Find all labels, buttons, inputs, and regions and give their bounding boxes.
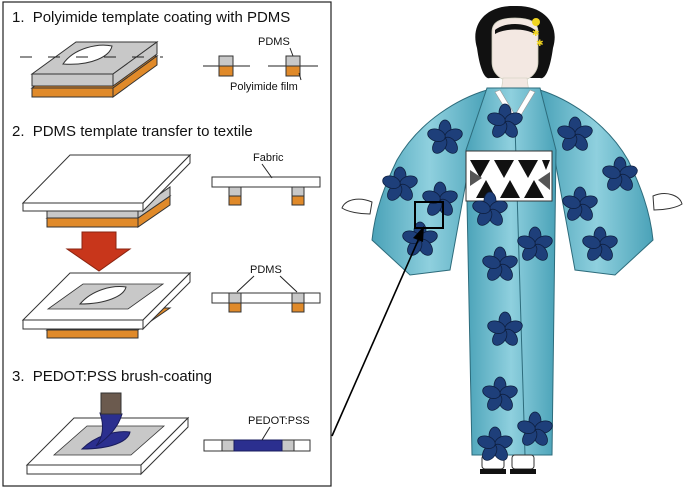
step-1-template-block bbox=[20, 41, 163, 98]
process-arrow bbox=[65, 231, 132, 272]
magnified-region bbox=[414, 201, 444, 229]
step-2-cross-section-fabric bbox=[211, 163, 321, 206]
left-hand bbox=[341, 198, 373, 215]
pedot-coated-pattern bbox=[80, 431, 131, 450]
hairpin: ✱ ✱ bbox=[532, 18, 544, 49]
face bbox=[491, 17, 539, 83]
brush-bristles bbox=[95, 412, 123, 447]
label-pedot-pss: PEDOT:PSS bbox=[248, 415, 310, 427]
step-2-cross-section-pdms bbox=[211, 275, 321, 313]
step-2-title: 2. PDMS template transfer to textile bbox=[12, 123, 253, 140]
pointer-arrow bbox=[331, 226, 424, 437]
step-1-cross-section-a bbox=[203, 55, 250, 77]
obi-belt bbox=[465, 150, 553, 202]
step-1-cross-section-b bbox=[268, 47, 318, 81]
step-3-title: 3. PEDOT:PSS brush-coating bbox=[12, 368, 212, 385]
brush-handle bbox=[100, 392, 122, 415]
svg-text:✱: ✱ bbox=[532, 29, 540, 39]
label-pdms-top: PDMS bbox=[258, 36, 290, 48]
kimono-figure: ✱ ✱ bbox=[341, 5, 683, 474]
right-hand bbox=[652, 193, 683, 211]
label-fabric: Fabric bbox=[253, 152, 284, 164]
step-3-cross-section bbox=[203, 426, 311, 452]
teardrop-cutout bbox=[62, 44, 113, 65]
step-3-brush-coating bbox=[25, 392, 190, 476]
label-polyimide-film: Polyimide film bbox=[230, 81, 298, 93]
label-pdms-mid: PDMS bbox=[250, 264, 282, 276]
step-1-title: 1. Polyimide template coating with PDMS bbox=[12, 9, 290, 26]
step-2-patterned-fabric bbox=[21, 271, 192, 339]
svg-text:✱: ✱ bbox=[536, 39, 544, 49]
teardrop-cutout bbox=[78, 286, 127, 305]
step-2-transfer-stack bbox=[21, 153, 192, 228]
